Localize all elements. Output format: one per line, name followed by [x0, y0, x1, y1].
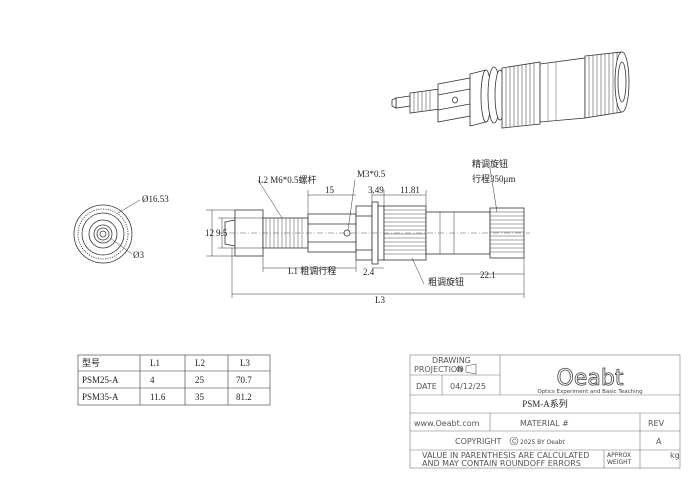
weight-label: WEIGHT	[607, 459, 632, 466]
website: www.Oeabt.com	[414, 419, 480, 428]
note-line-1: VALUE IN PARENTHESIS ARE CALCULATED	[422, 451, 589, 460]
copyright-label: COPYRIGHT	[455, 437, 502, 446]
dim-9-5: 9.5	[216, 228, 228, 238]
note-line-2: AND MAY CONTAIN ROUNDOFF ERRORS	[422, 459, 581, 468]
thread-label: L2 M6*0.5螺杆	[258, 174, 317, 185]
dim-11-81: 11.81	[400, 185, 420, 195]
table-cell: 70.7	[236, 375, 252, 385]
part-name: PSM-A系列	[522, 398, 568, 409]
table-cell: PSM25-A	[82, 375, 119, 385]
table-cell: 4	[150, 375, 155, 385]
copyright-year: 2025 BY Oeabt	[520, 439, 565, 446]
inner-diameter-label: Ø3	[133, 250, 144, 260]
dim-15: 15	[325, 185, 335, 195]
table-header-l1: L1	[150, 358, 160, 368]
date-value: 04/12/25	[450, 382, 486, 391]
outer-diameter-label: Ø16.53	[142, 194, 169, 204]
dim-12: 12	[205, 228, 214, 238]
weight-unit: kg	[670, 451, 680, 460]
side-view	[218, 201, 530, 265]
isometric-view	[391, 51, 630, 129]
table-cell: PSM35-A	[82, 392, 119, 402]
company-logo: Oeabt	[557, 366, 624, 391]
dim-l3: L3	[375, 295, 385, 305]
table-header-model: 型号	[82, 358, 100, 368]
table-header-l3: L3	[240, 358, 250, 368]
copyright-icon	[509, 436, 519, 446]
projection-symbol-icon	[456, 363, 477, 375]
approx-label: APPROX	[607, 452, 631, 459]
dim-22-1: 22.1	[480, 270, 496, 280]
drawing-label: DRAWING	[432, 356, 471, 365]
dim-2-4: 2.4	[363, 267, 375, 277]
table-cell: 25	[195, 375, 205, 385]
rev-label: REV	[648, 419, 665, 428]
spec-table	[77, 354, 271, 406]
logo-tagline: Optics Experiment and Basic Teaching	[537, 389, 642, 395]
fine-knob-label: 精调旋钮	[472, 158, 508, 169]
dimension-lines	[206, 167, 525, 298]
rev-value: A	[656, 437, 662, 446]
table-header-l2: L2	[195, 358, 205, 368]
dim-3-49: 3.49	[368, 185, 384, 195]
title-block	[409, 354, 681, 469]
material-label: MATERIAL #	[520, 419, 569, 428]
projection-label: PROJECTION	[414, 365, 463, 374]
table-cell: 81.2	[236, 392, 252, 402]
end-view	[73, 199, 141, 264]
coarse-knob-label: 粗调旋钮	[428, 276, 464, 287]
table-cell: 35	[195, 392, 205, 402]
table-cell: 11.6	[150, 392, 166, 402]
coarse-travel-label: L1 粗调行程	[288, 265, 336, 276]
date-label: DATE	[416, 382, 437, 391]
fine-travel-label: 行程350μm	[472, 173, 515, 184]
screw-label: M3*0.5	[357, 169, 386, 179]
